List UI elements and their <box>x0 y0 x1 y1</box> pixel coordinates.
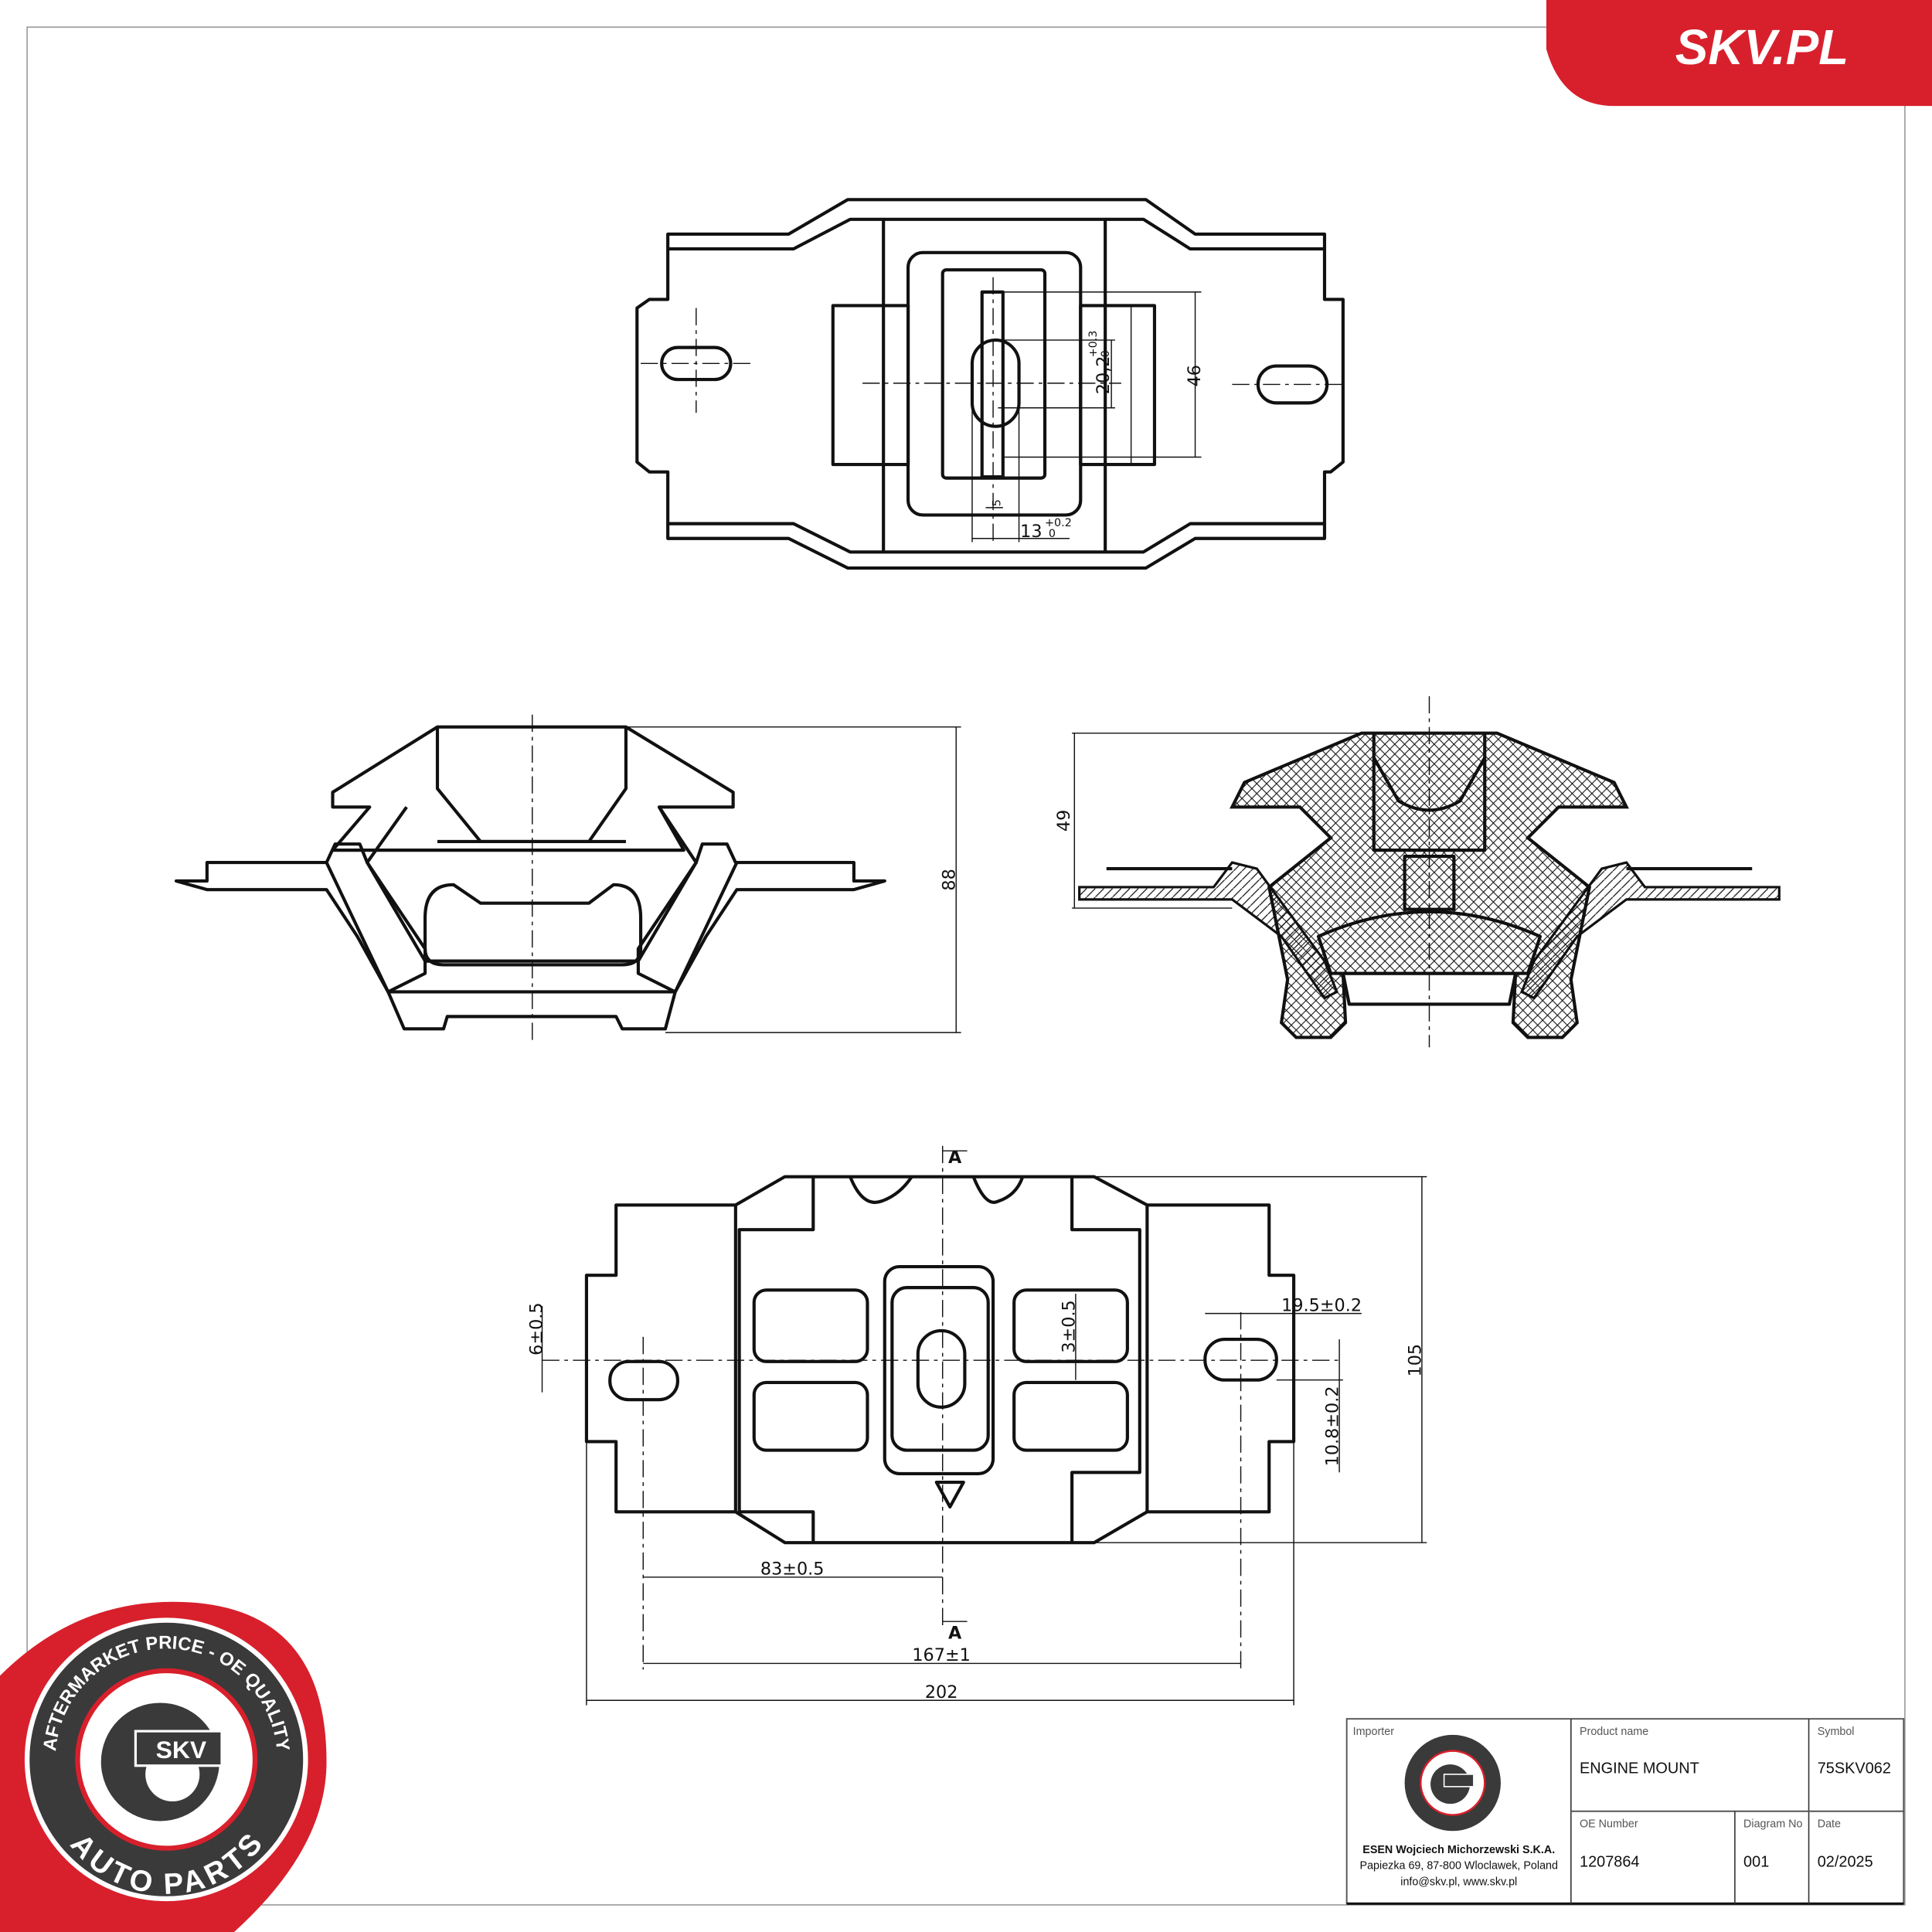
section-mark-bottom: A <box>948 1624 962 1644</box>
skv-quality-badge: AFTERMARKET PRICE - OE QUALITY AUTO PART… <box>0 1601 327 1932</box>
dim-half-spacing: 83±0.5 <box>760 1560 825 1580</box>
oe-number-label: OE Number <box>1580 1818 1638 1830</box>
dim-slot-height-tol-lower: 0 <box>1100 350 1112 357</box>
dim-slot-width: 5 <box>992 499 1004 506</box>
product-name-label: Product name <box>1580 1726 1648 1738</box>
dim-slot-height: 20,2 <box>1094 356 1114 395</box>
dim-oval-width: 13 <box>1020 522 1042 542</box>
side-view: 88 <box>174 714 961 1042</box>
diagram-no: 001 <box>1743 1853 1769 1870</box>
title-block: Importer ESEN Wojciech Michorzewski S.K.… <box>1345 1718 1905 1905</box>
badge-center-text: SKV <box>156 1736 207 1764</box>
section-view: 49 <box>1054 696 1781 1048</box>
brand-site-label: SKV.PL <box>1675 19 1849 75</box>
date-value: 02/2025 <box>1818 1853 1873 1870</box>
symbol-value: 75SKV062 <box>1818 1760 1891 1777</box>
bottom-view: A A 105 19.5±0.2 10.8±0.2 6±0.5 3±0.5 83… <box>527 1145 1427 1706</box>
sheet-frame <box>26 26 1906 1906</box>
dim-section-height-49: 49 <box>1054 810 1074 832</box>
date-label: Date <box>1818 1818 1841 1830</box>
dim-oval-width-tol-lower: 0 <box>1049 528 1056 540</box>
dim-hole-offset: 6±0.5 <box>527 1302 547 1355</box>
dim-overall-width: 202 <box>925 1682 958 1702</box>
oe-number: 1207864 <box>1580 1853 1640 1870</box>
dim-hole-height: 10.8±0.2 <box>1323 1386 1343 1466</box>
importer-logo <box>1404 1734 1501 1832</box>
dim-hole-spacing: 167±1 <box>912 1645 970 1665</box>
importer-name: ESEN Wojciech Michorzewski S.K.A. <box>1362 1844 1555 1856</box>
dim-center-offset: 3±0.5 <box>1059 1300 1079 1352</box>
dim-oval-width-tol-upper: +0.2 <box>1045 517 1072 529</box>
dim-slot-height-tol-upper: +0.3 <box>1087 331 1100 358</box>
symbol-label: Symbol <box>1818 1726 1855 1738</box>
importer-address: Papiezka 69, 87-800 Wloclawek, Poland <box>1360 1860 1558 1872</box>
dim-hole-width: 19.5±0.2 <box>1281 1295 1362 1315</box>
product-name: ENGINE MOUNT <box>1580 1760 1699 1777</box>
diagram-no-label: Diagram No <box>1743 1818 1802 1830</box>
importer-contact: info@skv.pl, www.skv.pl <box>1400 1876 1517 1888</box>
dim-bottom-height-105: 105 <box>1405 1344 1425 1377</box>
dim-side-height-88: 88 <box>940 869 960 890</box>
dim-overall-height-46: 46 <box>1185 365 1205 386</box>
brand-tab: SKV.PL <box>1546 0 1932 107</box>
top-view: 46 20,2 +0.3 0 13 +0.2 0 5 <box>635 198 1345 570</box>
section-mark-top: A <box>948 1148 962 1168</box>
importer-label: Importer <box>1353 1726 1395 1738</box>
